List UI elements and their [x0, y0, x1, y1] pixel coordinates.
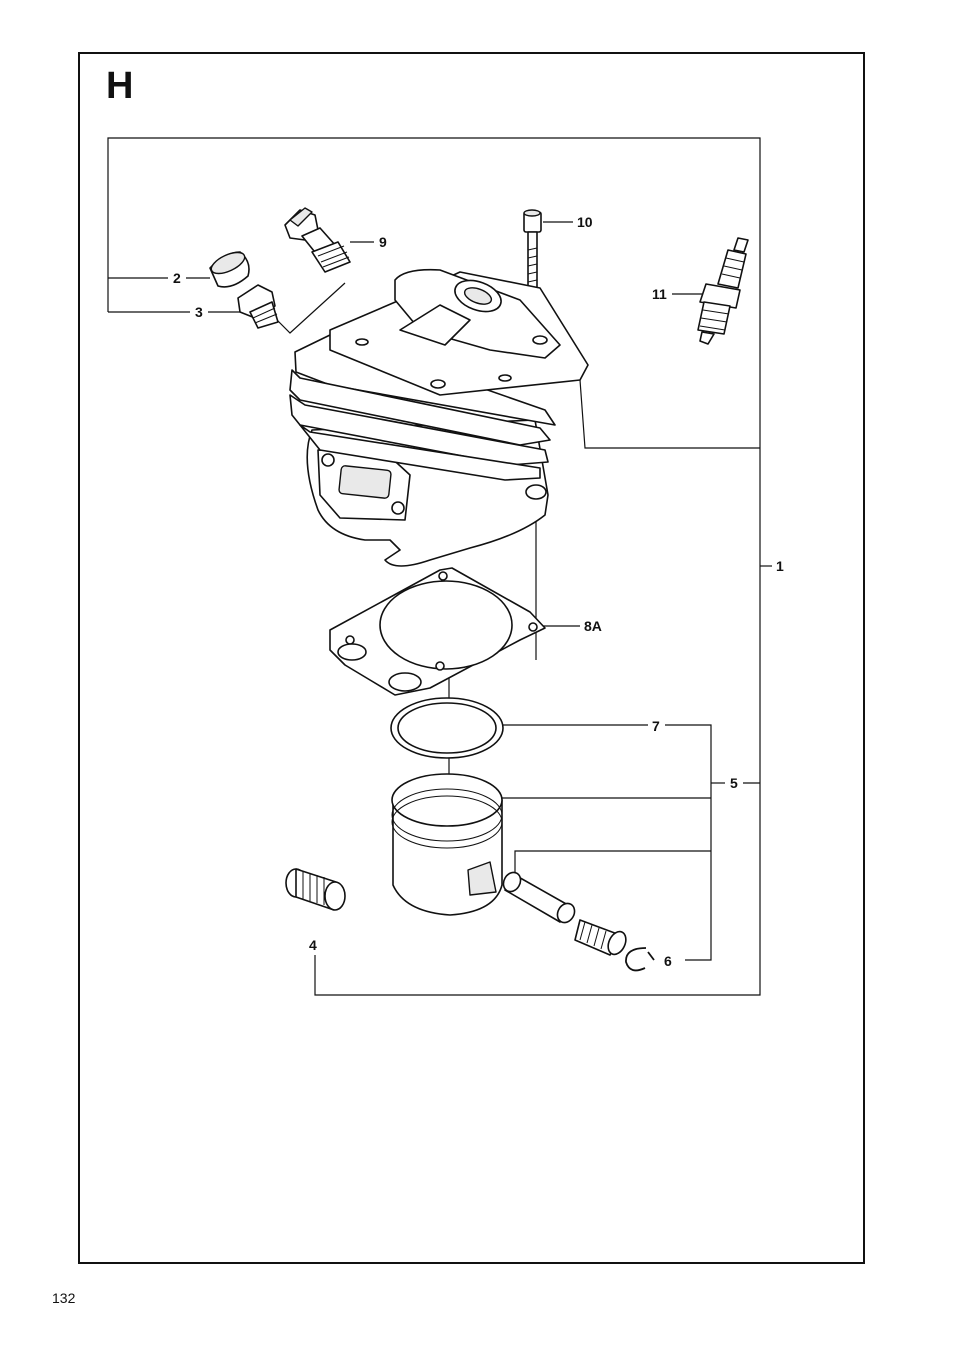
decompression-valve-part — [285, 208, 350, 272]
needle-bearing-part — [286, 869, 345, 910]
callout-9: 9 — [379, 234, 387, 250]
circlip-part — [626, 948, 654, 970]
piston-ring-part — [391, 698, 503, 758]
callout-5: 5 — [730, 775, 738, 791]
cylinder-part — [290, 270, 588, 566]
piston-pin-part — [500, 869, 578, 925]
callout-11: 11 — [652, 286, 667, 302]
gasket-part — [330, 568, 545, 695]
spark-plug-part — [698, 238, 748, 344]
callout-10: 10 — [577, 214, 593, 230]
callout-6: 6 — [664, 953, 672, 969]
callout-7: 7 — [652, 718, 660, 734]
callout-4: 4 — [309, 937, 317, 953]
needle-bearing-small-end-part — [575, 920, 629, 957]
piston-part — [392, 774, 502, 915]
callout-8a: 8A — [584, 618, 602, 634]
callout-3: 3 — [195, 304, 203, 320]
plug-part — [208, 248, 249, 287]
callout-2: 2 — [173, 270, 181, 286]
callout-1: 1 — [776, 558, 784, 574]
adapter-part — [238, 285, 278, 328]
